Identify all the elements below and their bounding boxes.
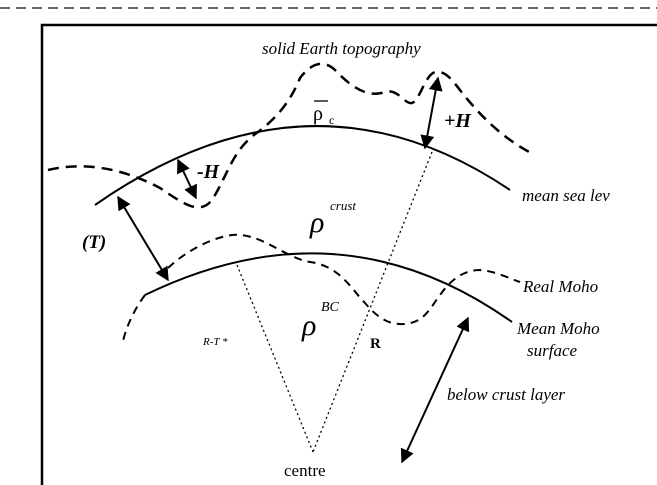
mean-moho-label: Mean Moho	[516, 319, 600, 338]
r-minus-t-label: R-T *	[202, 336, 228, 348]
r-label: R	[370, 336, 381, 352]
mean-moho-curve	[144, 252, 513, 323]
mean-sea-level-curve	[94, 125, 511, 206]
rho-c-label: ρ	[313, 103, 323, 125]
solid-earth-topography-label: solid Earth topography	[262, 39, 421, 58]
real-moho-label: Real Moho	[522, 277, 598, 296]
below-crust-arrow	[400, 316, 470, 464]
mean-sea-level-label: mean sea lev	[522, 186, 610, 205]
t-label: (T)	[82, 232, 106, 253]
radius-r-line	[312, 151, 433, 453]
rho-crust-label: ρ	[309, 206, 324, 239]
radius-rt-line	[236, 264, 314, 453]
below-crust-layer-label: below crust layer	[447, 385, 565, 404]
plus-h-label: +H	[444, 110, 472, 132]
thickness-t-arrow	[117, 195, 169, 282]
plus-h-arrow	[420, 76, 443, 150]
centre-label: centre	[284, 461, 326, 480]
topography-curve	[47, 62, 536, 209]
mean-moho-left-dashed	[121, 294, 146, 346]
minus-h-arrow	[177, 158, 197, 200]
mean-moho-surface-label: surface	[527, 341, 578, 360]
minus-h-label: -H	[197, 161, 221, 183]
rho-bc-superscript: BC	[321, 300, 340, 315]
frame-box	[40, 23, 657, 485]
rho-crust-superscript: crust	[330, 198, 356, 213]
rho-c-subscript: c	[329, 113, 334, 127]
rho-bc-label: ρ	[301, 309, 316, 342]
real-moho-curve	[167, 233, 521, 326]
